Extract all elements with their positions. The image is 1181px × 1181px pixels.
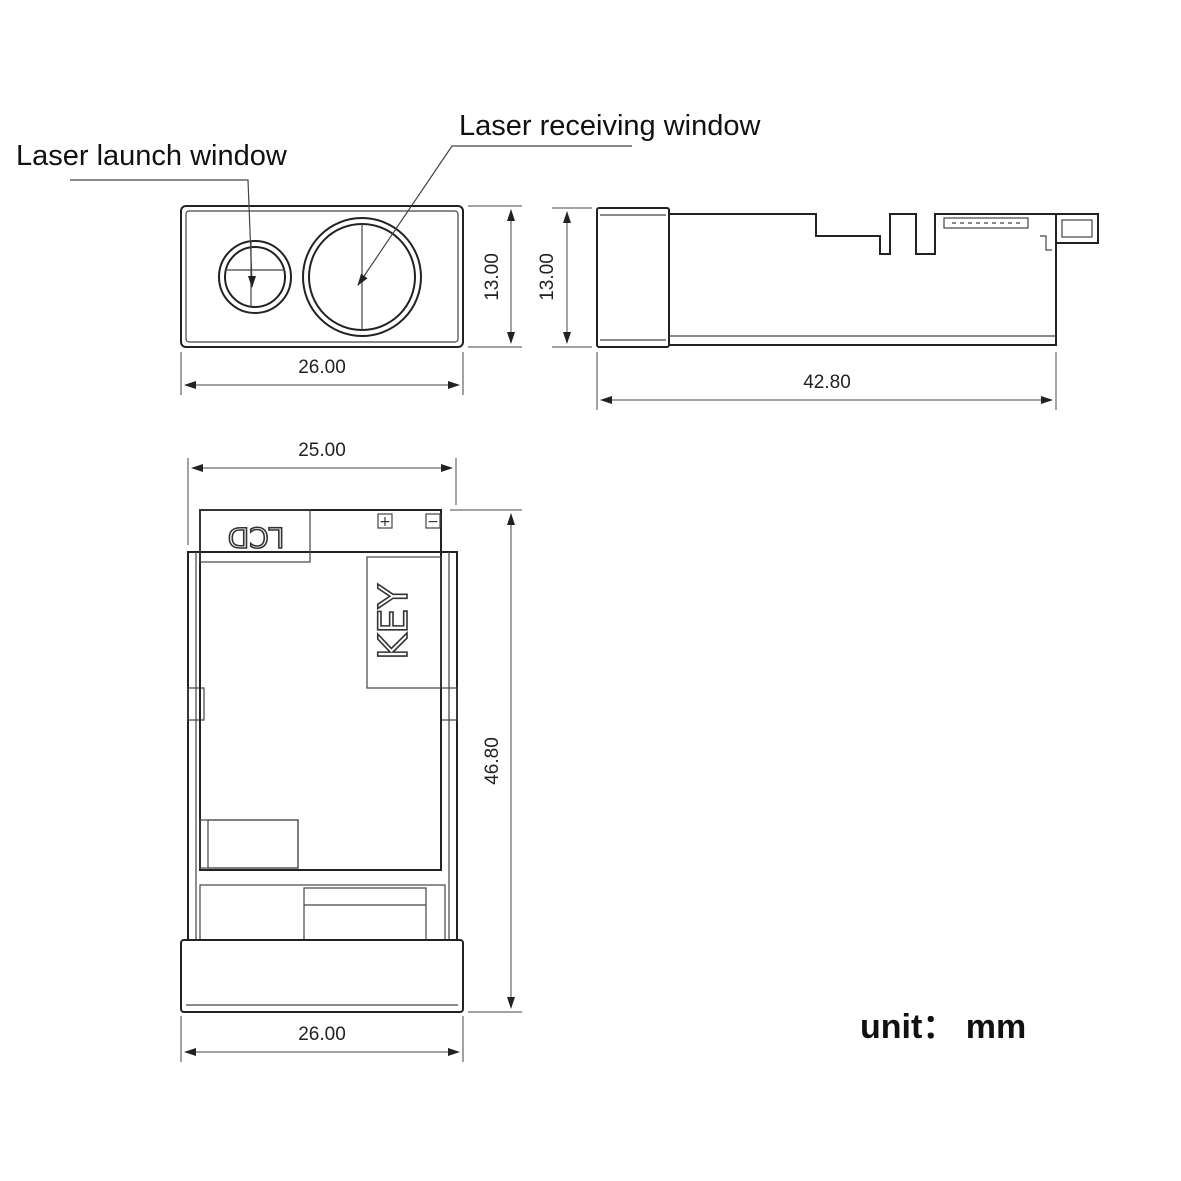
front-width-dimension [180, 352, 464, 395]
side-view [596, 207, 1099, 348]
side-height-dimension [552, 207, 592, 348]
launch-window-lens [218, 240, 292, 314]
front-view [70, 145, 632, 348]
plus-terminal: + [379, 514, 391, 530]
unit-label: unit： mm [860, 1008, 1026, 1046]
side-length-dimension [596, 352, 1057, 410]
top-outer-width-dimension [180, 1016, 464, 1062]
top-inner-width-dimension [187, 458, 457, 545]
front-height-value: 13.00 [482, 253, 503, 301]
minus-terminal: − [427, 514, 439, 530]
receiving-window-label: Laser receiving window [459, 110, 761, 142]
front-width-value: 26.00 [298, 357, 346, 378]
launch-window-label: Laser launch window [16, 140, 288, 172]
receiving-window-lens [302, 217, 422, 337]
receiving-leader-line [357, 145, 632, 286]
launch-leader-line [70, 179, 253, 283]
side-length-value: 42.80 [803, 372, 851, 393]
top-inner-width-value: 25.00 [298, 440, 346, 461]
top-length-dimension [450, 509, 522, 1013]
key-silkscreen: KEY [371, 583, 417, 660]
top-outer-width-value: 26.00 [298, 1024, 346, 1045]
top-length-value: 46.80 [482, 737, 503, 785]
lcd-silkscreen: LCD [228, 521, 285, 554]
top-view [180, 509, 464, 1013]
side-height-value: 13.00 [537, 253, 558, 301]
front-height-dimension [468, 205, 522, 348]
